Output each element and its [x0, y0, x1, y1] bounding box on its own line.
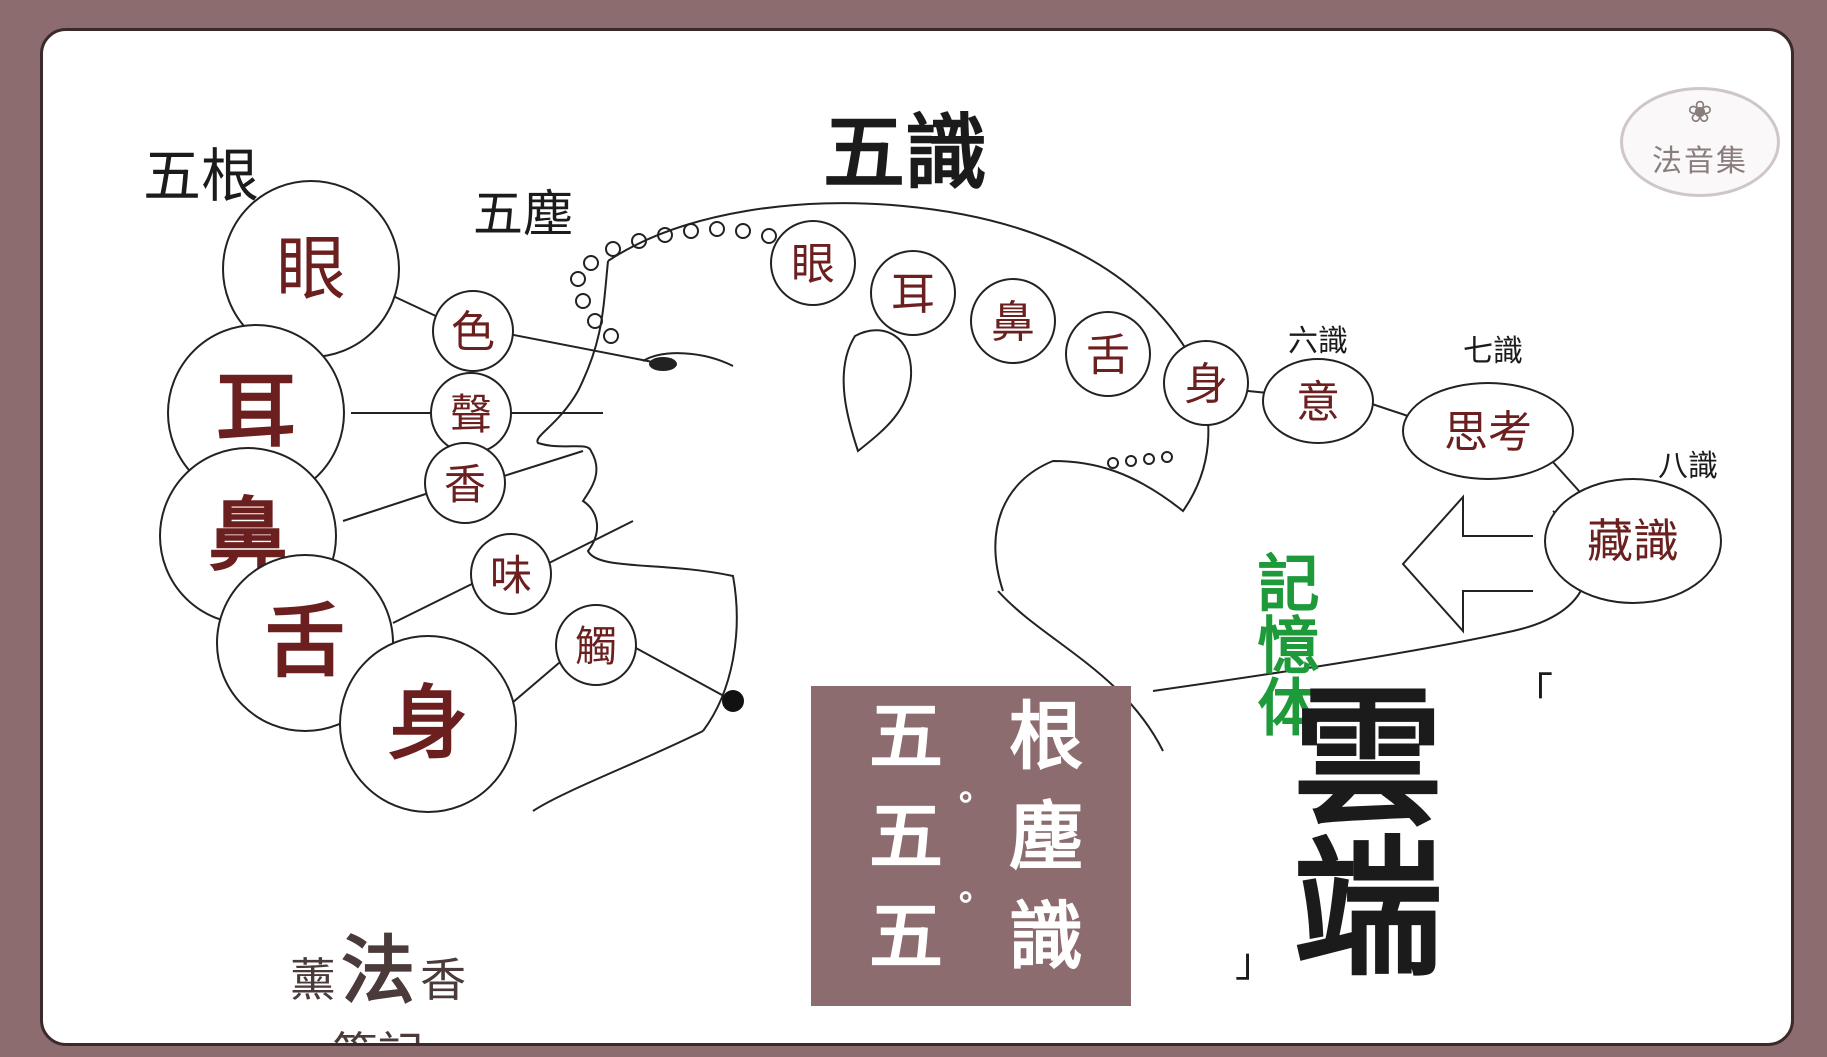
seventh-consciousness-label: 七識: [1463, 334, 1523, 369]
dust-circle: 觸: [555, 604, 637, 686]
signature-subtitle: -筆記-: [228, 1018, 528, 1043]
separator-dot: 。: [959, 869, 993, 909]
cloud-char-2: 端: [1293, 823, 1443, 997]
storehouse-circle: 藏識: [1544, 478, 1722, 604]
cloud-open-bracket: 「: [1513, 670, 1553, 716]
heading-five-consciousness: 五識: [823, 106, 987, 201]
consciousness-ear-label: 耳: [891, 269, 935, 320]
consciousness-nose-label: 鼻: [991, 297, 1035, 348]
dust-smell-label: 香: [444, 460, 486, 509]
neck-line: [997, 590, 1164, 752]
signature-char-large: 法: [341, 928, 415, 1014]
dust-circle: 色: [432, 290, 514, 372]
illustration-card: 五根 五塵 五識 眼 耳 鼻 舌 身 色 聲 香 味 觸 眼 耳: [40, 28, 1794, 1046]
root-circle: 身: [339, 635, 517, 813]
summary-char: 五: [869, 894, 943, 980]
sixth-consciousness-label: 六識: [1288, 324, 1348, 359]
face-profile: [536, 260, 738, 732]
root-ear-label: 耳: [216, 364, 296, 458]
summary-column-right: 根 塵 識: [986, 700, 1106, 1000]
eighth-consciousness-label: 八識: [1658, 449, 1718, 484]
consciousness-eye-label: 眼: [791, 239, 835, 290]
thinking-circle: 思考: [1402, 382, 1574, 480]
chin-line: [532, 730, 704, 812]
separator-dot: 。: [959, 769, 993, 809]
thinking-label: 思考: [1444, 407, 1532, 458]
dust-circle: 聲: [430, 372, 512, 454]
root-body-label: 身: [388, 676, 468, 770]
memory-label: 記憶体: [1247, 551, 1320, 737]
signature-char: 香: [420, 953, 467, 1007]
summary-separators: 。 。: [959, 700, 993, 972]
mind-label: 意: [1296, 377, 1340, 428]
dotted-path: [570, 221, 1173, 469]
dust-taste-label: 味: [490, 551, 532, 600]
ear-outline: [842, 329, 913, 453]
consciousness-circle: 身: [1163, 340, 1249, 426]
summary-char: 塵: [1009, 794, 1083, 880]
diagram-canvas: 五根 五塵 五識 眼 耳 鼻 舌 身 色 聲 香 味 觸 眼 耳: [143, 106, 1722, 997]
consciousness-tongue-label: 舌: [1086, 330, 1130, 381]
summary-column-left: 五 五 五: [846, 700, 966, 1000]
mind-circle: 意: [1262, 358, 1374, 444]
root-circle: 眼: [222, 180, 400, 358]
lotus-icon: ❀: [1687, 95, 1713, 130]
cloud-char-1: 雲: [1293, 673, 1443, 847]
brand-name: 法音集: [1652, 144, 1748, 179]
summary-char: 五: [869, 794, 943, 880]
consciousness-body-label: 身: [1184, 359, 1228, 410]
consciousness-circle: 舌: [1065, 311, 1151, 397]
brand-logo: ❀ 法音集: [1620, 87, 1780, 197]
summary-char: 五: [869, 694, 943, 780]
dust-sound-label: 聲: [450, 390, 492, 439]
dust-touch-label: 觸: [575, 622, 617, 671]
dust-circle: 香: [424, 442, 506, 524]
root-tongue-label: 舌: [265, 594, 345, 688]
consciousness-circle: 鼻: [970, 278, 1056, 364]
arrow-left-icon: [1401, 494, 1533, 634]
cloud-close-bracket: 」: [1235, 940, 1275, 986]
notes-signature: 薰 法 香 -筆記-: [228, 911, 528, 1043]
summary-box: 五 五 五 。 。 根 塵 識: [811, 686, 1131, 1006]
dust-color-label: 色: [451, 307, 495, 358]
heading-five-dusts: 五塵: [473, 185, 573, 243]
signature-char: 薰: [289, 953, 336, 1007]
root-eye-label: 眼: [276, 228, 346, 310]
dust-circle: 味: [470, 533, 552, 615]
consciousness-circle: 耳: [870, 250, 956, 336]
summary-char: 識: [1009, 894, 1083, 980]
contact-dot: [722, 690, 744, 712]
consciousness-circle: 眼: [770, 220, 856, 306]
heading-five-roots: 五根: [143, 142, 259, 210]
summary-char: 根: [1009, 694, 1083, 780]
storehouse-label: 藏識: [1587, 514, 1679, 568]
